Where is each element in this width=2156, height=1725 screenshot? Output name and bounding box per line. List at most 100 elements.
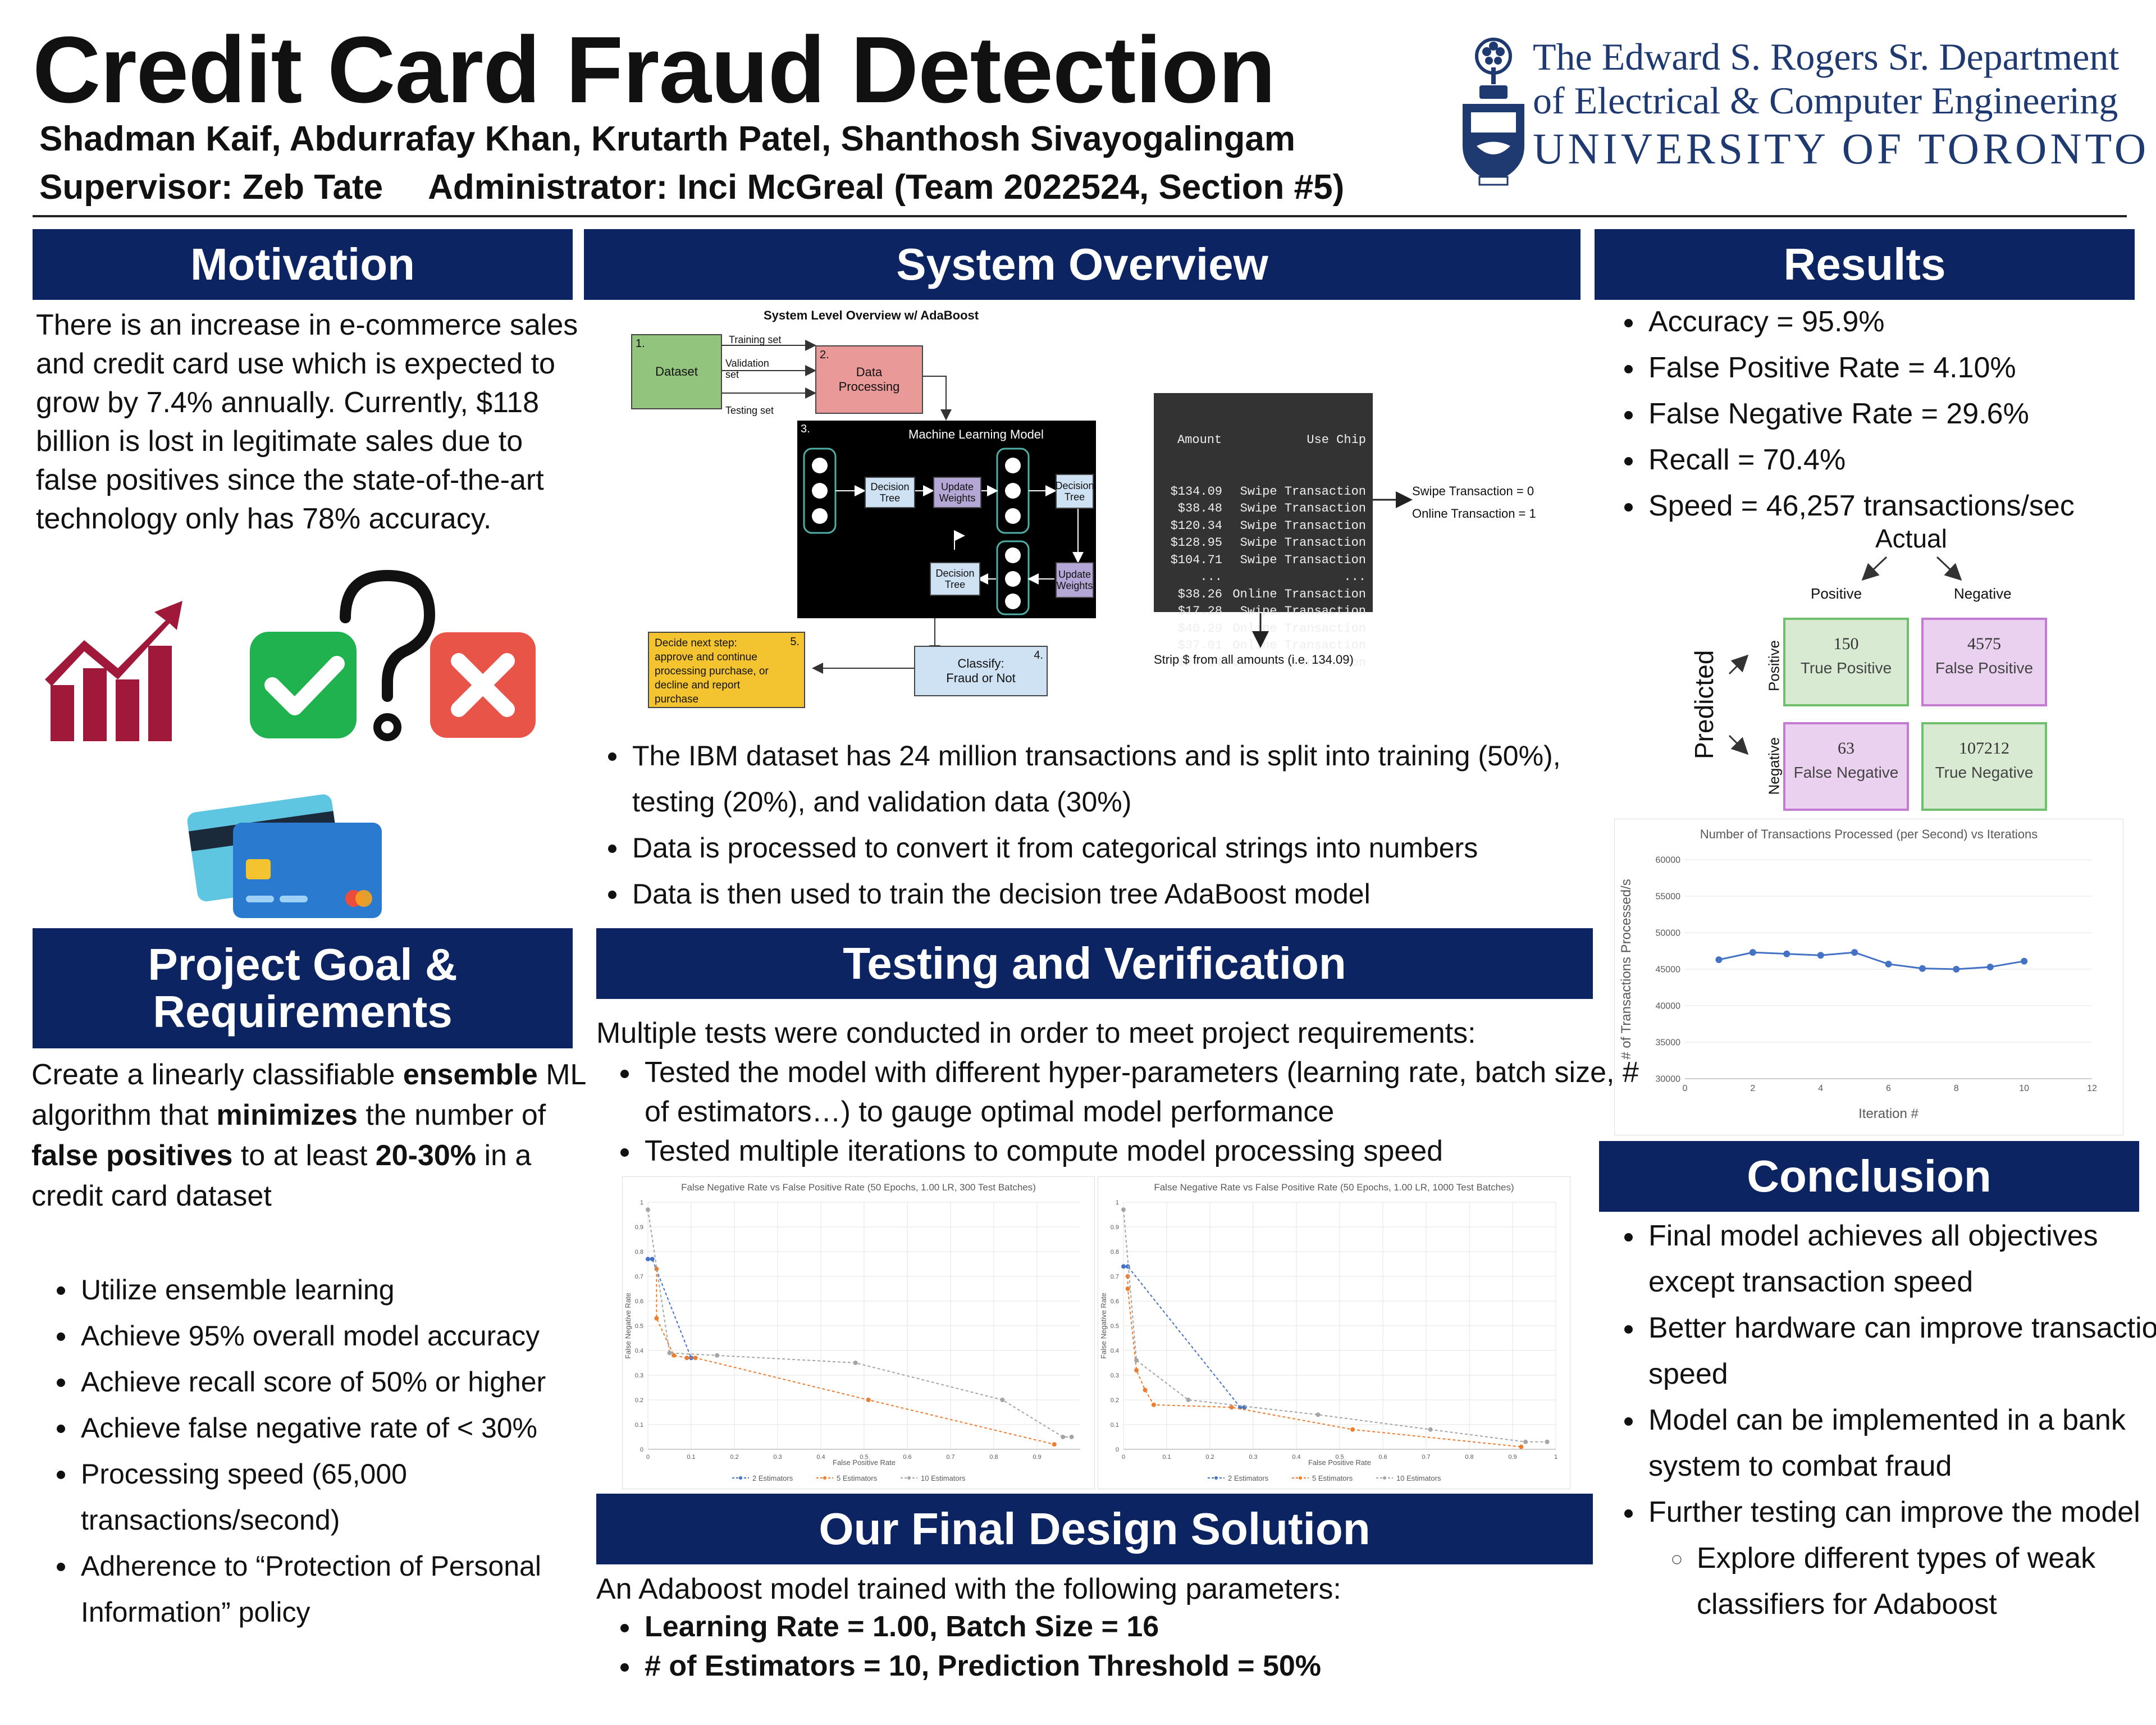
y-tick-label: 0.1 <box>635 1422 643 1429</box>
y-tick-label: 0.1 <box>1111 1422 1119 1429</box>
system-diagram: System Level Overview w/ AdaBoost 1. Dat… <box>629 306 1123 710</box>
list-item: False Negative Rate = 29.6% <box>1645 391 2156 437</box>
decide-next-step-box: 5. Decide next step: approve and continu… <box>648 632 805 708</box>
y-tick-label: 0.9 <box>1111 1224 1119 1231</box>
data-point <box>684 1356 689 1361</box>
y-tick-label: 0.5 <box>635 1323 643 1330</box>
y-tick-label: 0.2 <box>635 1397 643 1404</box>
y-tick-label: 50000 <box>1656 929 1681 938</box>
online-mapping: Online Transaction = 1 <box>1412 506 1536 521</box>
y-tick-label: 0.6 <box>1111 1298 1119 1305</box>
system-overview-header: System Overview <box>584 229 1581 300</box>
chip-cell: Online Transaction <box>1232 587 1366 601</box>
amount-cell: $134.09 <box>1170 484 1222 499</box>
y-axis-label: False Negative Rate <box>1099 1293 1108 1359</box>
project-goal-heading-line1: Project Goal & <box>148 939 458 989</box>
system-overview-heading: System Overview <box>896 239 1268 289</box>
motivation-heading: Motivation <box>190 239 415 289</box>
question-mark-icon <box>331 567 444 752</box>
x-tick-label: 0.3 <box>1249 1454 1257 1461</box>
x-tick-label: 0.2 <box>1205 1454 1214 1461</box>
y-tick-label: 0 <box>640 1446 643 1453</box>
results-header: Results <box>1595 229 2135 300</box>
amount-cell: $104.71 <box>1170 553 1222 567</box>
system-overview-list: The IBM dataset has 24 million transacti… <box>584 733 1623 917</box>
x-tick-label: 0.2 <box>730 1454 738 1461</box>
data-point <box>1885 960 1892 968</box>
motivation-text: There is an increase in e-commerce sales… <box>36 309 578 535</box>
dataset-box: 1. Dataset <box>631 334 722 409</box>
y-tick-label: 1 <box>640 1199 643 1206</box>
data-point <box>667 1350 672 1356</box>
strip-note: Strip $ from all amounts (i.e. 134.09) <box>1154 652 1354 667</box>
legend-label: 10 Estimators <box>1396 1474 1441 1482</box>
y-tick-label: 0.7 <box>1111 1274 1119 1280</box>
true-negative-cell: 107212 True Negative <box>1921 722 2047 811</box>
x-tick-label: 0.4 <box>816 1454 825 1461</box>
actual-negative-label: Negative <box>1954 585 2012 602</box>
list-item: Speed = 46,257 transactions/sec <box>1645 483 2156 529</box>
x-tick-label: 12 <box>2087 1084 2097 1093</box>
data-point <box>1134 1368 1139 1373</box>
x-tick-label: 0.9 <box>1508 1454 1516 1461</box>
x-tick-label: 6 <box>1886 1084 1891 1093</box>
series-line <box>1127 1276 1522 1448</box>
requirements-list: Utilize ensemble learning Achieve 95% ov… <box>33 1267 616 1635</box>
list-item: The IBM dataset has 24 million transacti… <box>629 733 1623 825</box>
list-item: Achieve 95% overall model accuracy <box>77 1313 616 1359</box>
diagram-arrows <box>721 340 952 674</box>
y-tick-label: 0.6 <box>635 1298 643 1305</box>
chip-cell: ... <box>1344 570 1366 584</box>
department-line-2: of Electrical & Computer Engineering <box>1533 79 2118 122</box>
table-row: $27.14 Online Transaction <box>1161 655 1366 672</box>
university-name: UNIVERSITY OF TORONTO <box>1533 124 2150 173</box>
legend-label: 5 Estimators <box>837 1474 878 1482</box>
x-tick-label: 0.4 <box>1292 1454 1300 1461</box>
department-line-1: The Edward S. Rogers Sr. Department <box>1533 35 2120 78</box>
y-tick-label: 35000 <box>1656 1038 1681 1048</box>
series-line <box>648 1258 692 1358</box>
false-positive-cell: 4575 False Positive <box>1921 618 2047 706</box>
data-point <box>1953 966 1960 973</box>
actual-positive-label: Positive <box>1811 585 1862 602</box>
final-design-list: Learning Rate = 1.00, Batch Size = 16 # … <box>596 1607 1641 1686</box>
testing-list: Tested the model with different hyper-pa… <box>596 1053 1641 1171</box>
amount-cell: $37.01 <box>1177 638 1222 652</box>
data-point <box>646 1207 650 1212</box>
x-tick-label: 0.9 <box>1033 1454 1041 1461</box>
y-axis-label: # of Transactions Processed/s <box>1619 879 1634 1060</box>
testing-header: Testing and Verification <box>596 928 1593 999</box>
data-point <box>1134 1358 1139 1363</box>
data-point <box>1125 1286 1130 1291</box>
testing-heading: Testing and Verification <box>843 938 1346 988</box>
ml-model-title: Machine Learning Model <box>908 427 1044 441</box>
testing-intro: Multiple tests were conducted in order t… <box>596 1017 1476 1049</box>
y-tick-label: 0.9 <box>635 1224 643 1231</box>
x-axis-label: Iteration # <box>1858 1106 1919 1121</box>
chip-cell: Online Transaction <box>1232 621 1366 636</box>
data-point <box>1919 965 1926 972</box>
amount-cell: $27.14 <box>1177 655 1222 670</box>
y-tick-label: 0.4 <box>1111 1348 1119 1354</box>
legend-label: 2 Estimators <box>1228 1474 1269 1482</box>
results-heading: Results <box>1783 239 1946 289</box>
data-point <box>654 1266 659 1271</box>
x-tick-label: 10 <box>2019 1084 2029 1093</box>
list-item: Data is then used to train the decision … <box>629 871 1623 917</box>
data-point <box>1519 1444 1524 1449</box>
amount-cell: $40.29 <box>1177 621 1222 636</box>
legend-marker <box>1214 1476 1218 1480</box>
y-axis-label: False Negative Rate <box>624 1293 632 1359</box>
x-axis-label: False Positive Rate <box>1308 1458 1371 1467</box>
chip-cell: Online Transaction <box>1232 655 1366 670</box>
predicted-positive-label: Positive <box>1765 640 1783 692</box>
